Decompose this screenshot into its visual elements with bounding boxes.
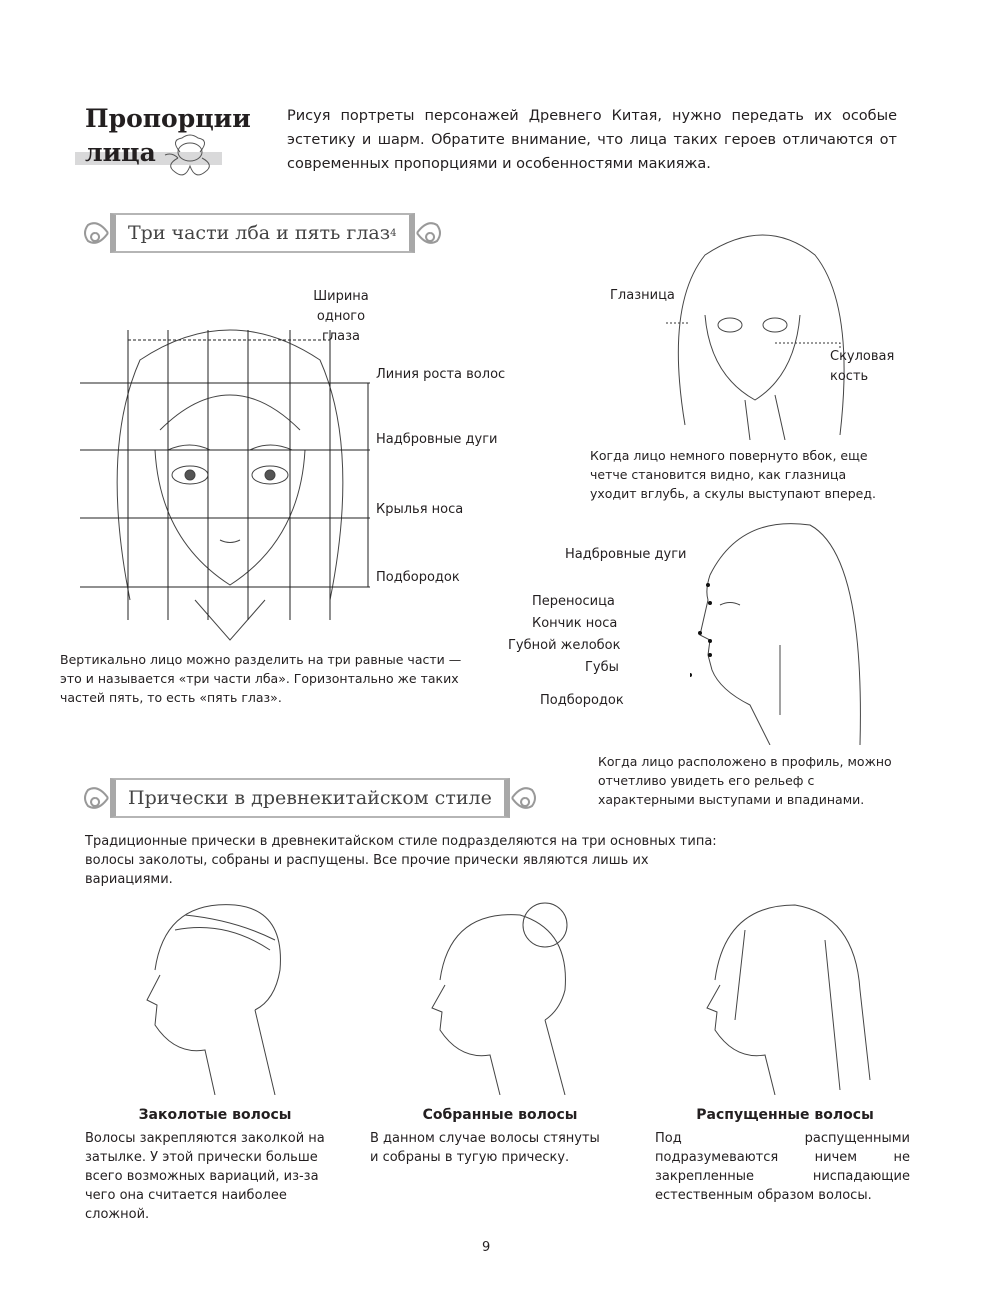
label-lips: Губы [585,660,619,675]
label-hairline: Линия роста волос [376,367,506,382]
front-face-illustration [80,329,370,641]
label-brow-ridges: Надбровные дуги [376,432,498,447]
section-title: Три части лба и пять глаз [128,222,391,244]
page-title-line2: лица [85,138,156,167]
label-chin: Подбородок [376,570,460,585]
label-nose-tip: Кончик носа [532,616,618,631]
hairstyles-intro: Традиционные прически в древнекитайском … [85,834,717,887]
profile-face-illustration [690,523,861,745]
label-profile-brow: Надбровные дуги [565,547,687,562]
ornament-right-icon [510,787,536,809]
hairstyle-desc: В данном случае волосы стянуты и собраны… [370,1131,600,1165]
hairstyle-item-loose: Распущенные волосы Под распущенными подр… [655,890,915,1220]
pinned-hair-illustration [146,904,281,1096]
profile-caption: Когда лицо расположено в профиль, можно … [598,754,892,807]
turned-face-illustration [665,234,845,440]
label-nose-wings: Крылья носа [376,502,464,517]
label-profile-chin: Подбородок [540,693,624,708]
front-caption: Вертикально лицо можно разделить на три … [60,652,462,705]
section-title: Прически в древнекитайском стиле [128,787,492,809]
hairstyle-name: Заколотые волосы [138,1107,292,1123]
hairstyle-desc: Волосы закрепляются заколкой на затылке.… [85,1131,325,1222]
turned-caption: Когда лицо немного повернуто вбок, еще ч… [590,448,876,501]
hairstyle-name: Собранные волосы [422,1107,578,1123]
loose-hair-illustration [706,904,871,1096]
title-underline-bar [75,152,222,165]
footnote-mark: 4 [390,227,397,239]
label-nose-bridge: Переносица [532,594,615,609]
ornament-right-icon [415,222,441,244]
ornament-left-icon [84,787,109,809]
hairstyle-desc: Под распущенными подразумеваются ничем н… [655,1131,910,1203]
intro-paragraph: Рисуя портреты персонажей Древнего Китая… [287,108,897,172]
label-philtrum: Губной желобок [508,638,621,653]
label-eye-socket: Глазница [610,288,675,303]
page-number: 9 [482,1240,491,1255]
hairstyle-item-gathered: Собранные волосы В данном случае волосы … [370,890,630,1220]
hairstyle-list: Заколотые волосы Волосы закрепляются зак… [85,890,915,1222]
gathered-hair-illustration [431,902,568,1096]
flower-icon [164,134,210,176]
eye-width-label: Ширина одного глаза [313,289,369,344]
page-title-line1: Пропорции [85,104,251,133]
hairstyle-name: Распущенные волосы [696,1107,874,1123]
ornament-left-icon [84,222,109,244]
hairstyle-item-pinned: Заколотые волосы Волосы закрепляются зак… [85,890,345,1222]
section-banner-hairstyles: Прически в древнекитайском стиле [80,775,540,821]
label-cheekbone: Скуловая кость [830,349,895,384]
